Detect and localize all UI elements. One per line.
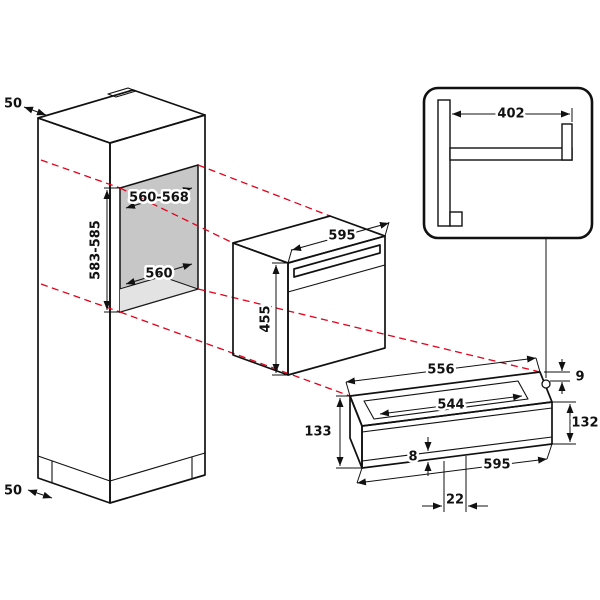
projection-line bbox=[40, 159, 121, 189]
dimension-label: 595 bbox=[328, 229, 355, 244]
detail-shelf bbox=[449, 147, 573, 161]
vent-cutout bbox=[107, 87, 137, 98]
cabinet-right-face bbox=[109, 114, 206, 504]
dimension-label: 544 bbox=[437, 398, 464, 413]
dimension-label: 560-568 bbox=[129, 191, 189, 206]
dim-drawer-width: 595 bbox=[356, 443, 553, 486]
dimension-label: 560 bbox=[145, 267, 172, 282]
dim-drawer-top-gap: 9 bbox=[544, 359, 587, 394]
dim-drawer-inner-width: 544 bbox=[379, 393, 523, 417]
dimensions: 50 50 560-568 583-585 560 595 bbox=[1, 94, 600, 512]
extension-line bbox=[287, 248, 293, 264]
dimension-label: 595 bbox=[483, 458, 510, 473]
detail-flange bbox=[561, 123, 573, 161]
dim-drawer-cutout-width: 556 bbox=[345, 355, 541, 397]
warming-drawer bbox=[349, 371, 553, 469]
detail-side-panel bbox=[437, 99, 451, 227]
dimension-line bbox=[291, 222, 390, 251]
dim-niche-height: 583-585 bbox=[86, 187, 120, 313]
dim-drawer-front-offset: 22 bbox=[422, 456, 488, 512]
dim-plinth-clearance: 50 bbox=[1, 481, 53, 501]
dimension-label: 8 bbox=[408, 450, 417, 465]
cabinet-plinth-line bbox=[37, 452, 206, 482]
dimension-label: 455 bbox=[259, 305, 274, 332]
detail-marker-circle bbox=[541, 379, 551, 389]
dimension-line bbox=[345, 355, 537, 385]
projection-lines bbox=[40, 159, 541, 397]
dimension-line bbox=[356, 456, 548, 486]
projection-line bbox=[119, 187, 234, 244]
dimension-label: 50 bbox=[4, 484, 22, 499]
projection-line bbox=[40, 283, 121, 313]
extension-line bbox=[345, 381, 351, 397]
drawer-left-face bbox=[349, 395, 363, 469]
projection-line bbox=[197, 164, 331, 217]
dim-niche-width: 560-568 bbox=[125, 187, 193, 209]
extension-line bbox=[546, 443, 553, 460]
dimension-line bbox=[125, 263, 193, 285]
drawer-door-bottom-line bbox=[361, 436, 553, 462]
dimension-line bbox=[27, 489, 53, 499]
cabinet bbox=[37, 87, 206, 504]
dimension-label: 50 bbox=[4, 97, 22, 112]
dimension-label: 402 bbox=[497, 107, 524, 122]
dim-drawer-front-height: 132 bbox=[552, 401, 600, 445]
dimension-label: 133 bbox=[304, 425, 331, 440]
extension-line bbox=[535, 357, 541, 373]
dim-oven-height: 455 bbox=[256, 262, 288, 376]
dimension-line bbox=[379, 393, 523, 417]
dimension-label: 9 bbox=[575, 370, 584, 385]
detail-foot bbox=[449, 211, 463, 227]
dim-drawer-niche-height: 133 bbox=[302, 395, 362, 469]
extension-line bbox=[356, 467, 363, 484]
dimension-label: 22 bbox=[446, 493, 464, 508]
oven-handle bbox=[293, 244, 381, 278]
projection-line bbox=[197, 288, 541, 373]
dimension-line bbox=[23, 106, 47, 116]
detail-box bbox=[422, 86, 594, 240]
dimension-label: 583-585 bbox=[89, 220, 104, 280]
cabinet-top-face bbox=[37, 89, 206, 144]
detail-view: 402 bbox=[422, 86, 594, 389]
dim-top-clearance: 50 bbox=[1, 94, 47, 116]
dimension-label: 556 bbox=[427, 363, 454, 378]
oven-door-line bbox=[287, 264, 386, 293]
cabinet-left-face bbox=[37, 117, 111, 504]
dim-drawer-bottom-gap: 8 bbox=[406, 437, 432, 476]
dim-oven-width: 595 bbox=[287, 221, 390, 264]
oven-top-face bbox=[232, 215, 386, 264]
dimension-line bbox=[125, 187, 193, 209]
dimension-label: 132 bbox=[571, 416, 598, 431]
oven bbox=[232, 215, 386, 376]
dim-niche-depth: 560 bbox=[125, 263, 193, 285]
projection-line bbox=[119, 311, 351, 397]
